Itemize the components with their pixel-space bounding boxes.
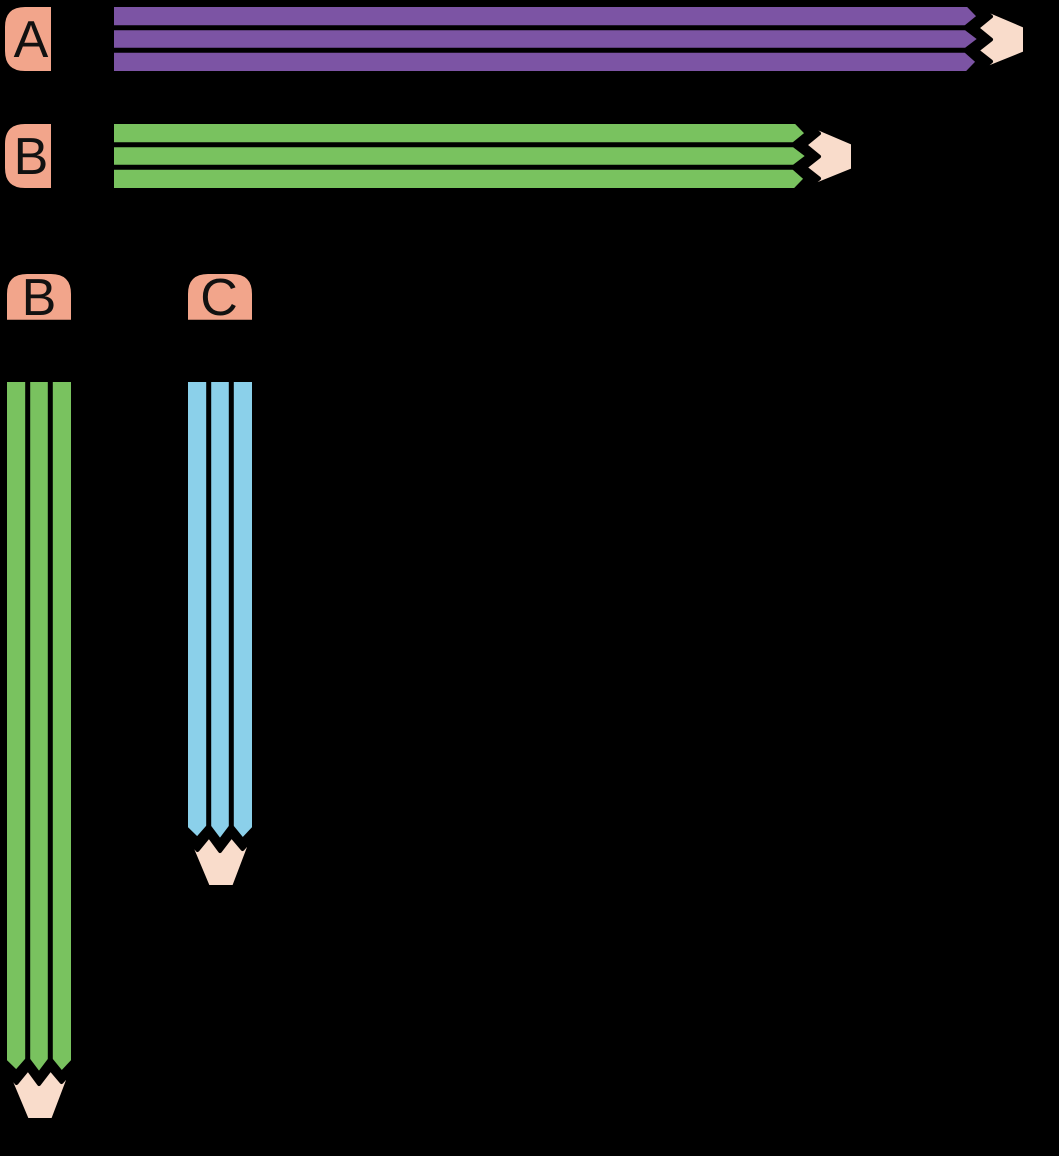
pencil-b-label: B: [14, 128, 49, 186]
pencil-a-eraser: [1, 3, 55, 75]
pencil-b-vertical-eraser: [3, 270, 75, 324]
pencil-c-ferrule-ribs: [186, 330, 254, 370]
pencil-c-body-ridges: [206, 380, 234, 826]
pencil-a-label: A: [14, 11, 49, 69]
pencil-b-vertical-label: B: [22, 269, 57, 327]
pencil-a-ferrule-ribs: [63, 5, 103, 73]
pencil-b-body: [110, 120, 810, 192]
pencil-a-body: [110, 3, 982, 75]
pencil-c-eraser: [184, 270, 256, 324]
pencil-b-vertical-wood-tip: [4, 1067, 74, 1122]
pencil-c-body: [184, 378, 256, 843]
pencil-c-vertical: C: [184, 269, 256, 889]
pencil-c-wood-tip: [185, 834, 255, 889]
pencil-a-wood-tip: [975, 4, 1027, 74]
pencil-b-vertical-body-ridges: [25, 380, 53, 1059]
pencil-b-body-ridges: [112, 142, 793, 170]
pencil-b-vertical: B: [3, 269, 75, 1122]
pencil-b-eraser: [1, 120, 55, 192]
pencil-b-vertical-body: [3, 378, 75, 1076]
pencil-b-horizontal: B: [1, 120, 855, 192]
pencil-a-body-ridges: [112, 25, 965, 53]
pencil-c-label: C: [200, 269, 238, 327]
pencil-a-horizontal: A: [1, 3, 1027, 75]
pencil-b-wood-tip: [803, 121, 855, 191]
pencil-b-vertical-ferrule-ribs: [5, 330, 73, 370]
pencil-b-ferrule-ribs: [63, 122, 103, 190]
